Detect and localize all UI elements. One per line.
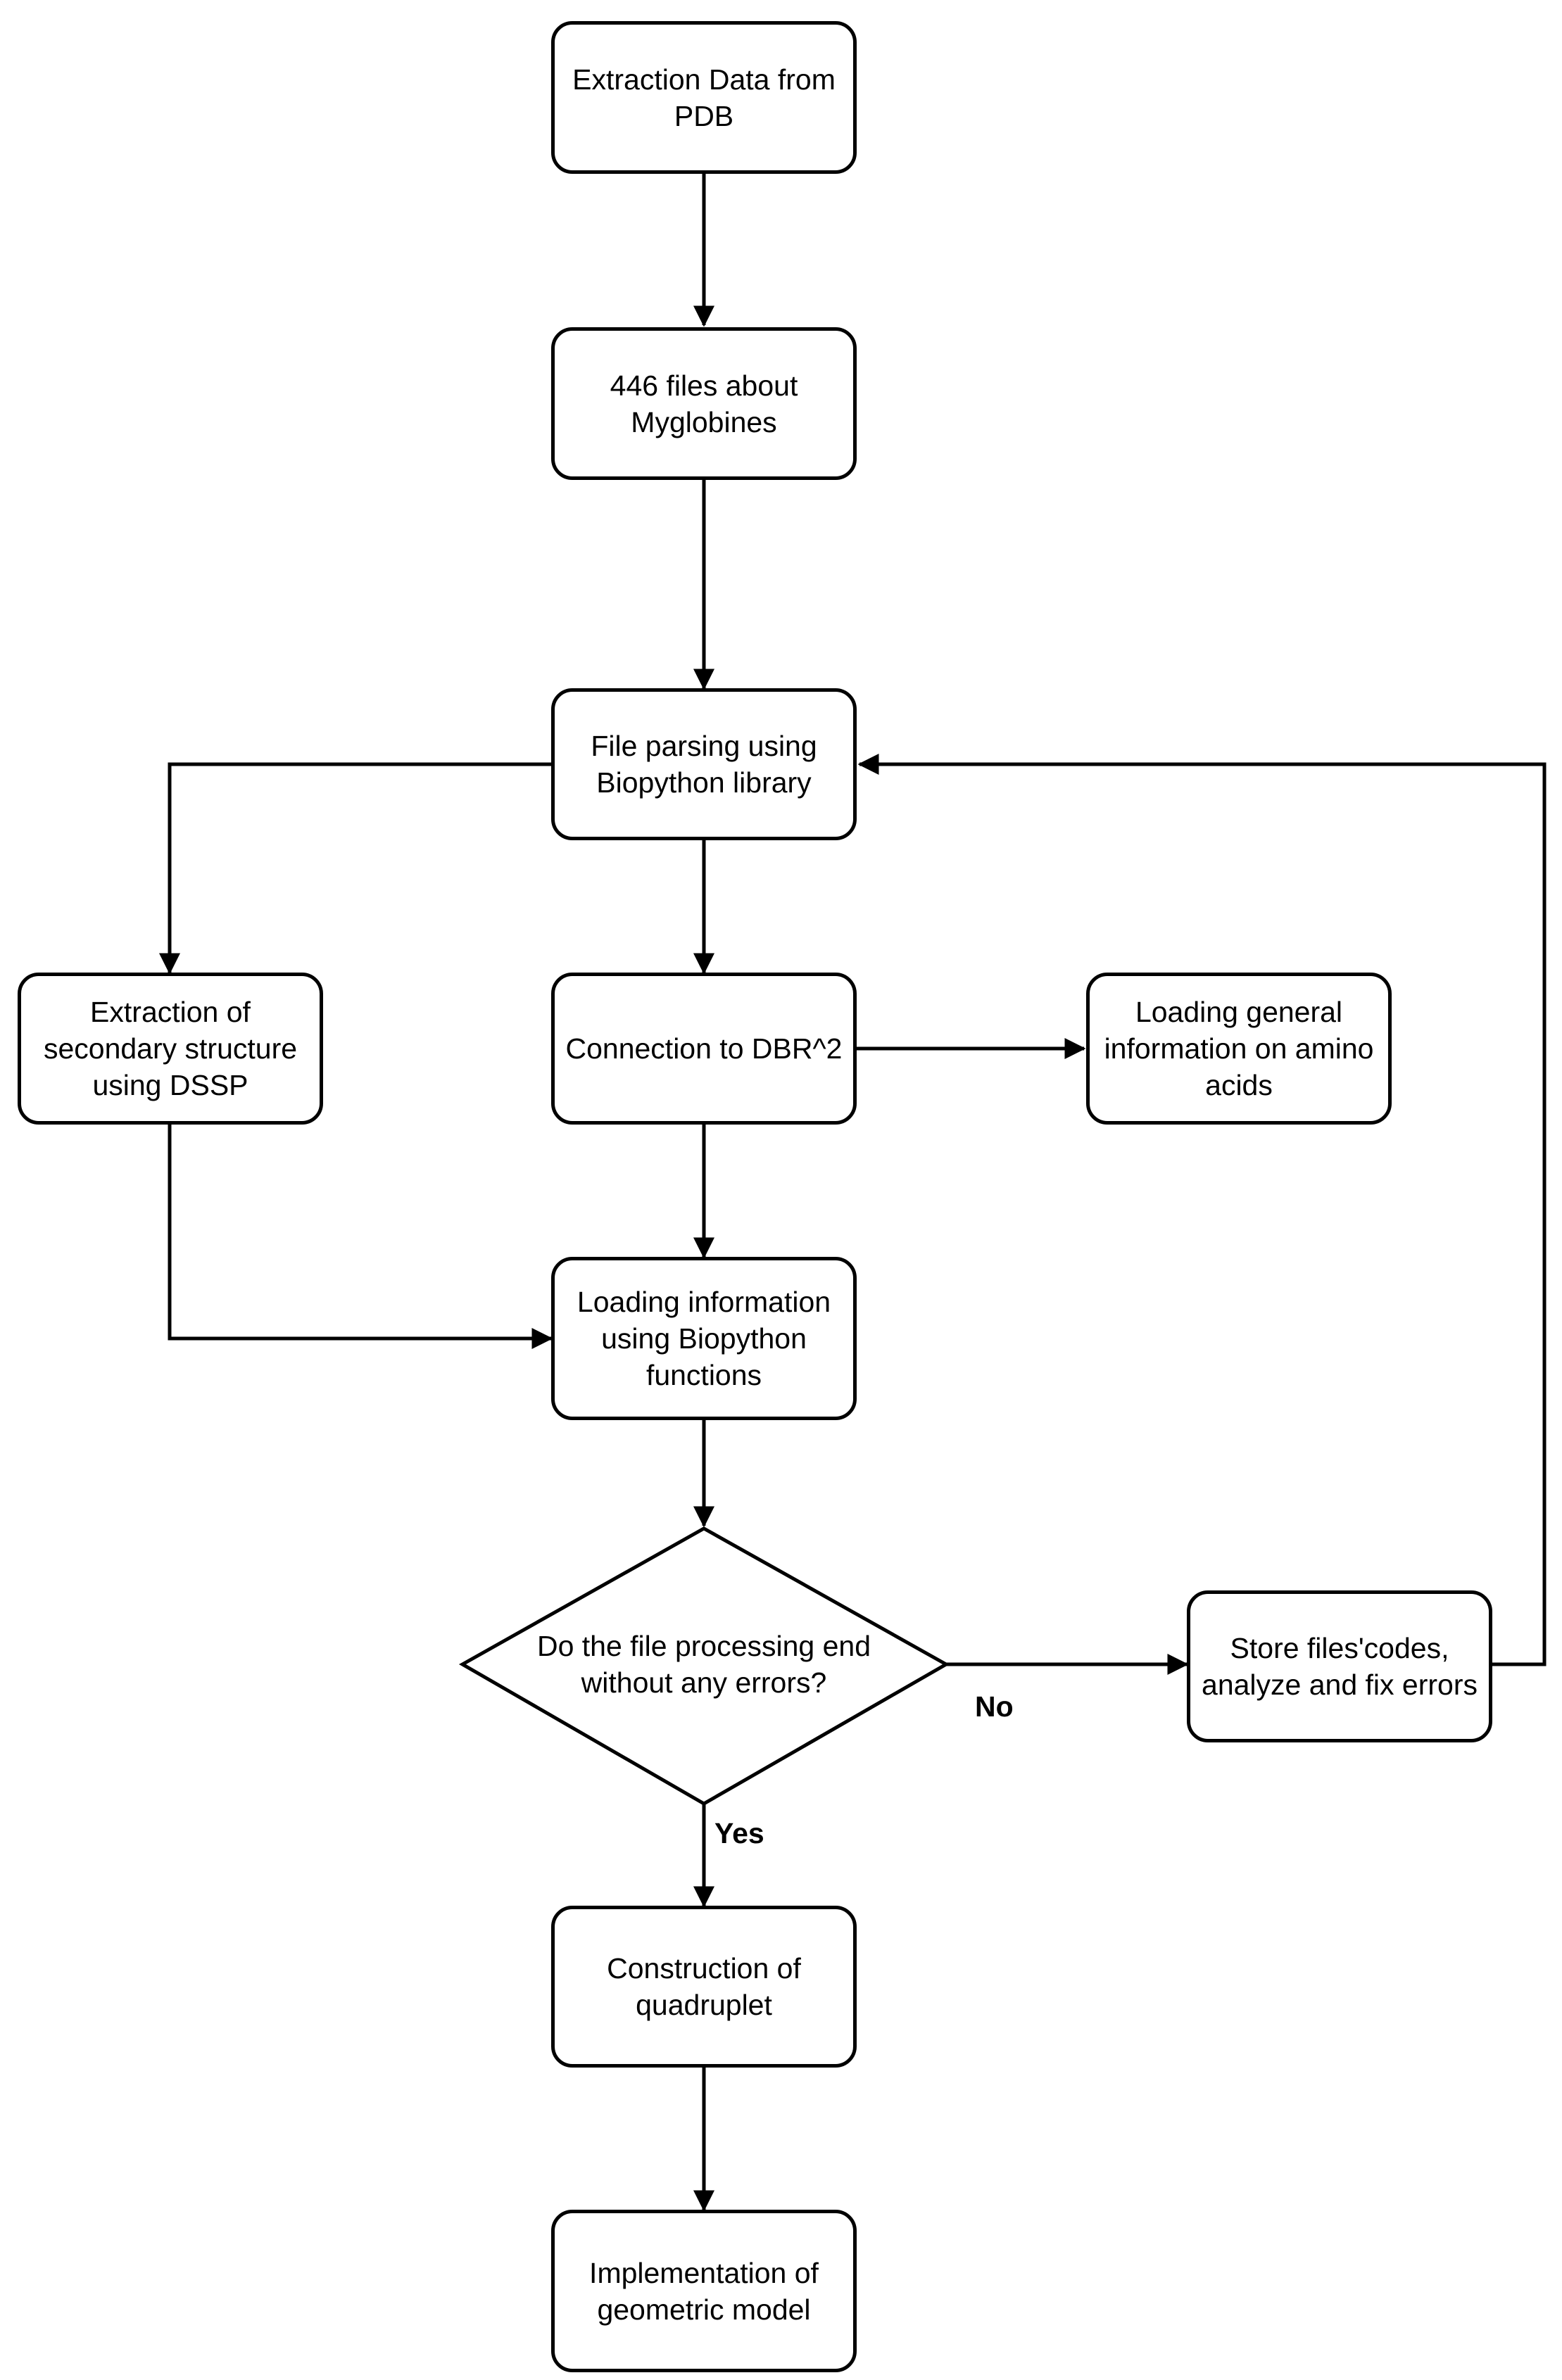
extraction-pdb-text: Extraction Data from PDB [572, 63, 836, 132]
construction-text: Construction of quadruplet [607, 1952, 801, 2021]
loading-info-box: Loading information using Biopython func… [551, 1257, 857, 1420]
extraction-pdb-box: Extraction Data from PDB [551, 21, 857, 174]
loading-info-text: Loading information using Biopython func… [577, 1286, 831, 1391]
connection-dbr-box: Connection to DBR^2 [551, 973, 857, 1125]
decision-diamond [458, 1526, 950, 1806]
files-446-box: 446 files about Myglobines [551, 327, 857, 480]
arrow-parsing-to-dssp [159, 762, 551, 975]
edge-label-no: No [975, 1690, 1014, 1723]
loading-general-box: Loading general information on amino aci… [1086, 973, 1392, 1125]
connection-dbr-text: Connection to DBR^2 [565, 1032, 843, 1065]
decision-text: Do the file processing end without any e… [536, 1630, 871, 1699]
files-446-text: 446 files about Myglobines [610, 369, 798, 438]
secondary-structure-text: Extraction of secondary structure using … [43, 996, 298, 1101]
store-files-box: Store files'codes, analyze and fix error… [1187, 1590, 1492, 1742]
arrow-store-to-parsing [857, 754, 1547, 1666]
store-files-text: Store files'codes, analyze and fix error… [1202, 1632, 1478, 1701]
implementation-box: Implementation of geometric model [551, 2210, 857, 2372]
construction-box: Construction of quadruplet [551, 1906, 857, 2068]
implementation-text: Implementation of geometric model [589, 2256, 819, 2326]
loading-general-text: Loading general information on amino aci… [1104, 996, 1374, 1101]
edge-label-yes: Yes [714, 1817, 764, 1849]
file-parsing-text: File parsing using Biopython library [591, 730, 817, 799]
arrow-dssp-to-loading [168, 1125, 553, 1349]
file-parsing-box: File parsing using Biopython library [551, 688, 857, 840]
secondary-structure-box: Extraction of secondary structure using … [18, 973, 323, 1125]
